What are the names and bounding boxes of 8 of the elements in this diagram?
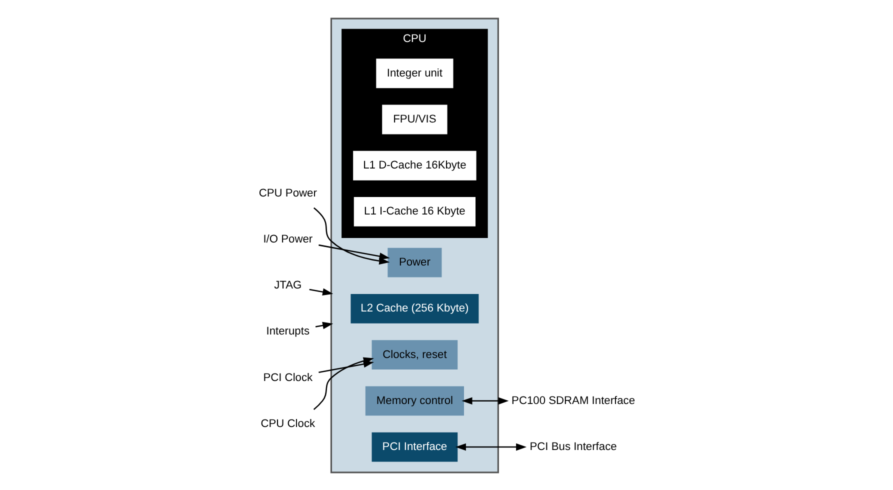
node-text: I/O Power: [263, 232, 313, 245]
node-text: Interupts: [266, 325, 310, 338]
node-text: CPU Clock: [260, 417, 316, 430]
node-text: JTAG: [274, 279, 302, 292]
node-text: PC100 SDRAM Interface: [512, 394, 636, 406]
node-text: CPU Power: [258, 186, 317, 199]
node-text: PCI Clock: [263, 371, 313, 384]
node-text: PCI Bus Interface: [530, 440, 617, 452]
